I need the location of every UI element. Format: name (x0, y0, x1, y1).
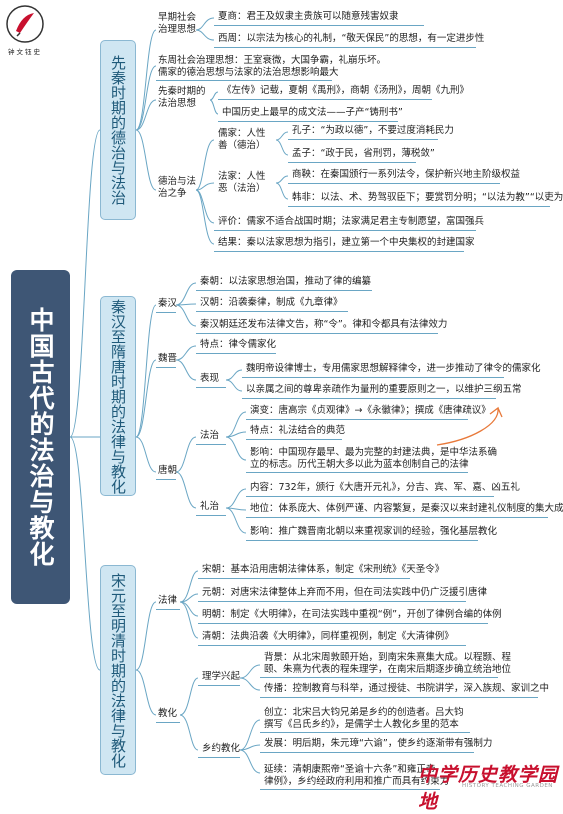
s1-hanfei: 韩非：以法、术、势驾驭臣下；要赏罚分明；“以法为教”“以吏为师” (292, 192, 563, 203)
section-qinhan-suitang: 秦汉至隋唐时期的法律与教化 (100, 296, 136, 496)
s2-qinhan-3: 秦汉朝廷还发布法律文告，称“令”。律和令都具有法律效力 (200, 319, 448, 330)
s1-dongzhou-2: 儒家的德治思想与法家的法治思想影响最大 (158, 67, 339, 78)
s3-song: 宋朝：基本沿用唐朝法律体系，制定《宋刑统》《天圣令》 (202, 564, 445, 575)
s1-shangyang: 商鞅：在秦国颁行一系列法令，保护新兴地主阶级权益 (292, 169, 521, 180)
s3-lx-2: 传播：控制教育与科举，通过授徒、书院讲学，深入族规、家训之中 (264, 683, 550, 694)
s3-xy-1a: 创立：北宋吕大钧兄弟是乡约的创造者。吕大钧 (264, 707, 464, 718)
s2-wj-feature: 特点：律令儒家化 (200, 339, 277, 350)
section-xianqin: 先秦时期的德治与法治 (100, 40, 136, 220)
s3-edu-label: 教化 (158, 708, 178, 719)
s2-lz-3: 影响：推广魏晋南北朝以来重视家训的经验，强化基层教化 (250, 526, 498, 537)
section-songyuan-mingqing: 宋元至明清时期的法律与教化 (100, 565, 136, 775)
s1-ru-label: 儒家：人性善（德治） (218, 128, 266, 151)
logo-text: 钟文钰史 (8, 48, 42, 56)
s1-law-1: 《左传》记载，夏朝《禹刑》，商朝《汤刑》，周朝《九刑》 (222, 85, 470, 96)
s1-debate-label: 德治与法治之争 (158, 176, 197, 199)
s2-weijin-label: 魏晋 (158, 353, 178, 364)
s1-mengzi: 孟子：“政于民，省刑罚，薄税敛” (292, 148, 435, 159)
s2-lizhi-label: 礼治 (200, 501, 220, 512)
s2-qin: 秦朝：以法家思想治国，推动了律的编纂 (200, 276, 372, 287)
s3-xy-1b: 撰写《吕氏乡约》，是儒学士人教化乡里的范本 (264, 719, 459, 730)
s1-xizhou: 西周：以宗法为核心的礼制，“敬天保民”的思想，有一定进步性 (218, 33, 485, 44)
s2-ft-2: 特点：礼法结合的典范 (250, 425, 346, 436)
s2-wj-show-label: 表现 (200, 373, 220, 384)
s2-wj-show-2: 以亲属之间的尊卑亲疏作为量刑的重要原则之一，以维护三纲五常 (246, 384, 522, 395)
s3-ming: 明朝：制定《大明律》，在司法实践中重视“例”，开创了律例合编的体例 (202, 609, 502, 620)
s2-lz-1: 内容：732年，颁行《大唐开元礼》，分吉、宾、军、嘉、凶五礼 (250, 482, 520, 493)
s3-xy-3a: 延续：清朝康熙帝“圣谕十六条”和雍正帝 (264, 764, 436, 775)
s2-ft-3b: 立的标志。历代王朝大多以此为蓝本创制自己的法律 (250, 459, 469, 470)
s3-xy-2: 发展：明后期，朱元璋“六谕”，使乡约逐渐带有强制力 (264, 738, 493, 749)
s2-ft-1: 演变：唐高宗《贞观律》→《永徽律》；撰成《唐律疏议》 (250, 405, 491, 416)
s3-xy-3b: 律例》，乡约经政府利用和推广而具有约束力 (264, 776, 450, 787)
s3-lx-1a: 背景：从北宋周敦颐开始，到南宋朱熹集大成。以程颢、程 (264, 652, 512, 663)
s2-lz-2: 地位：体系庞大、体例严谨、内容繁复，是秦汉以来封建礼仪制度的集大成者 (250, 503, 563, 514)
s2-han: 汉朝：沿袭秦律，制成《九章律》 (200, 297, 343, 308)
logo-icon (4, 3, 46, 45)
s1-eval: 评价：儒家不适合战国时期；法家满足君主专制愿望，富国强兵 (218, 216, 485, 227)
s3-lixue-label: 理学兴起 (202, 671, 241, 682)
s1-early-label: 早期社会治理思想 (158, 12, 197, 35)
s2-tang-label: 唐朝 (158, 465, 178, 476)
s3-xiangyue-label: 乡约教化 (202, 743, 241, 754)
root-title: 中国古代的法治与教化 (11, 270, 70, 604)
s1-fa-label: 法家：人性恶（法治） (218, 171, 266, 194)
s2-ft-3a: 影响：中国现存最早、最为完整的封建法典，是中华法系确 (250, 447, 498, 458)
s1-result: 结果：秦以法家思想为指引，建立第一个中央集权的封建国家 (218, 237, 475, 248)
s3-law-label: 法律 (158, 595, 178, 606)
s1-law-2: 中国历史上最早的成文法——子产“铸刑书” (222, 107, 403, 118)
s2-fazhi-label: 法治 (200, 430, 220, 441)
s3-lx-1b: 颐、朱熹为代表的程朱理学，在南宋后期逐步确立统治地位 (264, 664, 512, 675)
s1-law-label: 先秦时期的法治思想 (158, 86, 206, 109)
watermark-subtitle: HISTORY TEACHING GARDEN (462, 783, 553, 789)
s2-wj-show-1: 魏明帝设律博士，专用儒家思想解释律令，进一步推动了律令的儒家化 (246, 363, 541, 374)
s1-kongzi: 孔子：“为政以德”，不要过度消耗民力 (292, 125, 454, 136)
s1-xia: 夏商：君王及奴隶主贵族可以随意残害奴隶 (218, 11, 399, 22)
s2-qinhan-label: 秦汉 (158, 298, 178, 309)
s1-dongzhou-1: 东周社会治理思想：王室衰微，大国争霸，礼崩乐坏。 (158, 55, 387, 66)
s3-qing: 清朝：法典沿袭《大明律》，同样重视例，制定《大清律例》 (202, 631, 454, 642)
s3-yuan: 元朝：对唐宋法律整体上弃而不用，但在司法实践中仍广泛援引唐律 (202, 587, 488, 598)
